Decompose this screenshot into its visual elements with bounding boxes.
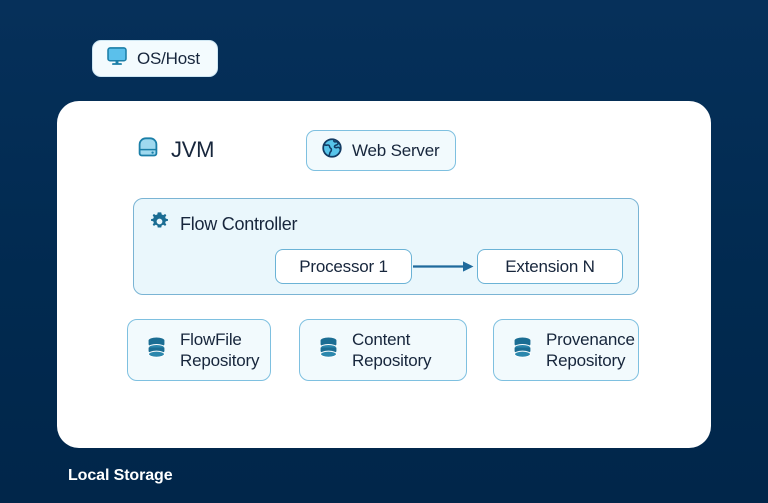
provenance-repository-label: Provenance Repository bbox=[546, 329, 635, 371]
content-repository-box: Content Repository bbox=[299, 319, 467, 381]
jvm-group: JVM bbox=[135, 134, 214, 165]
provenance-repository-box: Provenance Repository bbox=[493, 319, 639, 381]
arrow-right-icon bbox=[413, 259, 476, 274]
extension-node: Extension N bbox=[477, 249, 623, 284]
database-icon bbox=[144, 335, 169, 365]
repo-line-2: Repository bbox=[352, 351, 432, 370]
extension-label: Extension N bbox=[505, 256, 595, 276]
processor-node: Processor 1 bbox=[275, 249, 412, 284]
os-host-box: OS/Host bbox=[92, 40, 218, 77]
hard-drive-icon bbox=[135, 134, 161, 165]
web-server-label: Web Server bbox=[352, 140, 440, 160]
repo-line-1: Provenance bbox=[546, 330, 635, 349]
gear-icon bbox=[149, 211, 170, 237]
web-server-box: Web Server bbox=[306, 130, 456, 171]
local-storage-panel: JVM Web Server F bbox=[57, 101, 711, 448]
content-repository-label: Content Repository bbox=[352, 329, 431, 371]
database-icon bbox=[510, 335, 535, 365]
globe-icon bbox=[321, 137, 343, 164]
repo-line-1: FlowFile bbox=[180, 330, 242, 349]
flow-controller-header: Flow Controller bbox=[149, 211, 298, 237]
flowfile-repository-label: FlowFile Repository bbox=[180, 329, 259, 371]
repo-line-1: Content bbox=[352, 330, 411, 349]
local-storage-caption: Local Storage bbox=[68, 467, 173, 484]
repo-line-2: Repository bbox=[180, 351, 260, 370]
flow-controller-title: Flow Controller bbox=[180, 213, 298, 234]
os-host-label: OS/Host bbox=[137, 48, 200, 68]
repo-line-2: Repository bbox=[546, 351, 626, 370]
database-icon bbox=[316, 335, 341, 365]
flow-controller-box: Flow Controller Processor 1 Extension N bbox=[133, 198, 639, 295]
processor-label: Processor 1 bbox=[299, 256, 388, 276]
jvm-label: JVM bbox=[171, 136, 215, 162]
monitor-icon bbox=[106, 45, 128, 72]
flowfile-repository-box: FlowFile Repository bbox=[127, 319, 271, 381]
